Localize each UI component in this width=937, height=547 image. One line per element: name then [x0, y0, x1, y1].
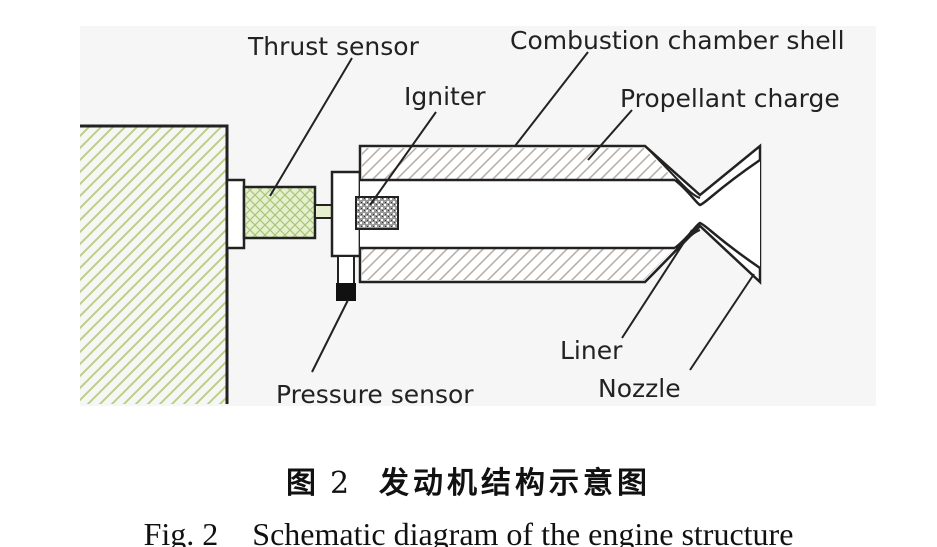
label-nozzle: Nozzle [598, 374, 681, 403]
test-stand-outline [80, 124, 229, 404]
leader-pressure-sensor [311, 299, 349, 373]
thrust-sensor-body [242, 185, 317, 240]
propellant-upper [362, 148, 675, 180]
caption-cn-title: 发动机结构示意图 [379, 466, 652, 501]
caption-english: Fig. 2 Schematic diagram of the engine st… [0, 516, 937, 547]
label-igniter: Igniter [404, 82, 486, 111]
propellant-lower [362, 248, 675, 280]
leader-thrust-sensor [269, 57, 353, 197]
caption-cn-prefix: 图 [285, 466, 320, 501]
pressure-sensor-stem [337, 255, 355, 285]
liner-upper [674, 158, 761, 207]
leader-liner [621, 229, 693, 339]
leader-igniter [369, 111, 437, 206]
igniter [355, 196, 399, 230]
leader-chamber-shell [514, 51, 589, 147]
pressure-sensor-plug [336, 283, 356, 301]
caption-en-prefix: Fig. 2 [143, 516, 219, 547]
mounting-plate [225, 178, 246, 250]
label-combustion-chamber-shell: Combustion chamber shell [510, 26, 845, 55]
nozzle-lower-inner [644, 229, 701, 283]
bore [360, 160, 760, 268]
leader-nozzle [689, 273, 755, 371]
caption-cn-number: 2 [329, 466, 354, 501]
leader-propellant [587, 109, 633, 161]
nozzle-upper-inner [644, 145, 701, 199]
label-thrust-sensor: Thrust sensor [248, 32, 419, 61]
label-pressure-sensor: Pressure sensor [276, 380, 474, 409]
caption-en-title: Schematic diagram of the engine structur… [252, 516, 794, 547]
connector-rod [314, 204, 333, 219]
label-liner: Liner [560, 336, 623, 365]
test-stand [80, 126, 227, 404]
label-propellant-charge: Propellant charge [620, 84, 840, 113]
